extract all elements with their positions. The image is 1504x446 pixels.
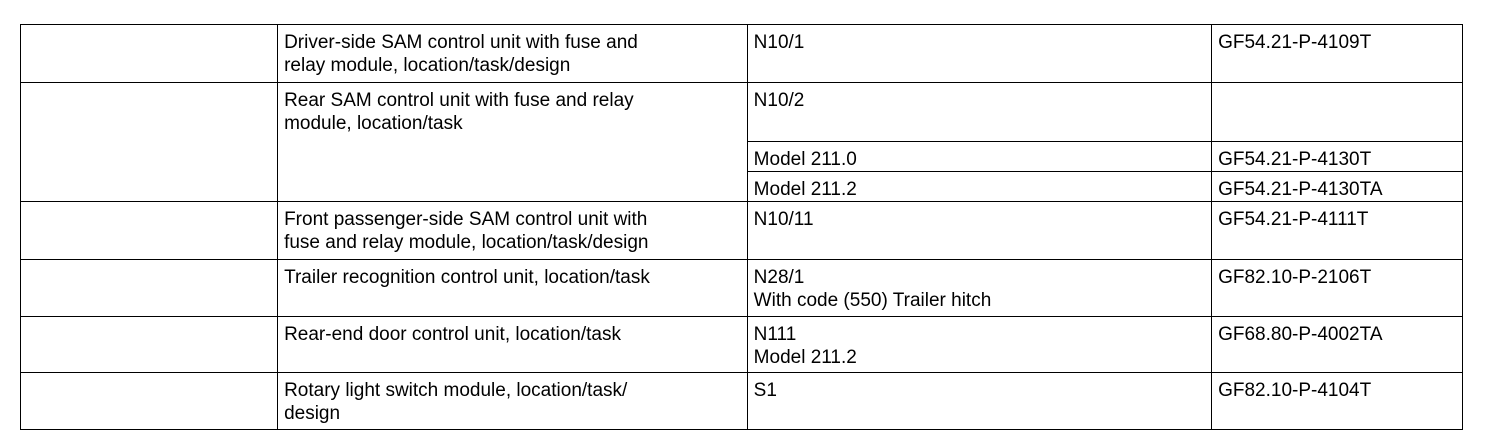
empty-cell: [19, 372, 279, 430]
empty-cell: [19, 201, 279, 260]
empty-cell: [19, 82, 279, 202]
document-cell: [1211, 82, 1463, 142]
document-cell: GF82.10-P-4104T: [1211, 372, 1463, 430]
designation-cell: N10/1: [746, 24, 1213, 83]
component-table: Driver-side SAM control unit with fuse a…: [19, 24, 1463, 430]
component-cell: Rear-end door control unit, location/tas…: [277, 316, 748, 373]
table-row: Trailer recognition control unit, locati…: [19, 259, 1463, 317]
document-cell: GF82.10-P-2106T: [1211, 259, 1463, 317]
empty-cell: [19, 316, 279, 373]
variant-document: GF54.21-P-4130T: [1211, 141, 1463, 172]
component-cell: Front passenger-side SAM control unit wi…: [277, 201, 748, 260]
designation-cell: N111 Model 211.2: [746, 316, 1213, 373]
component-cell: Driver-side SAM control unit with fuse a…: [277, 24, 748, 83]
table-row: Rotary light switch module, location/tas…: [19, 372, 1463, 430]
component-cell: Trailer recognition control unit, locati…: [277, 259, 748, 317]
designation-cell: N10/11: [746, 201, 1213, 260]
designation-cell: S1: [746, 372, 1213, 430]
table-row: Front passenger-side SAM control unit wi…: [19, 201, 1463, 260]
component-cell: Rotary light switch module, location/tas…: [277, 372, 748, 430]
empty-cell: [19, 24, 279, 83]
variant-document: GF54.21-P-4130TA: [1211, 171, 1463, 202]
designation-cell: N10/2: [746, 82, 1213, 142]
variant-label: Model 211.2: [746, 171, 1213, 202]
designation-cell: N28/1 With code (550) Trailer hitch: [746, 259, 1213, 317]
document-cell: GF54.21-P-4109T: [1211, 24, 1463, 83]
table-row: Driver-side SAM control unit with fuse a…: [19, 24, 1463, 83]
empty-cell: [19, 259, 279, 317]
document-cell: GF54.21-P-4111T: [1211, 201, 1463, 260]
table-row: Rear SAM control unit with fuse and rela…: [19, 82, 1463, 202]
document-cell: GF68.80-P-4002TA: [1211, 316, 1463, 373]
designation-text: N10/2: [753, 90, 805, 111]
variant-row: Model 211.0 GF54.21-P-4130T: [21, 141, 1463, 172]
variant-label: Model 211.0: [746, 141, 1213, 172]
component-cell: Rear SAM control unit with fuse and rela…: [277, 82, 748, 202]
table-row: Rear-end door control unit, location/tas…: [19, 316, 1463, 373]
